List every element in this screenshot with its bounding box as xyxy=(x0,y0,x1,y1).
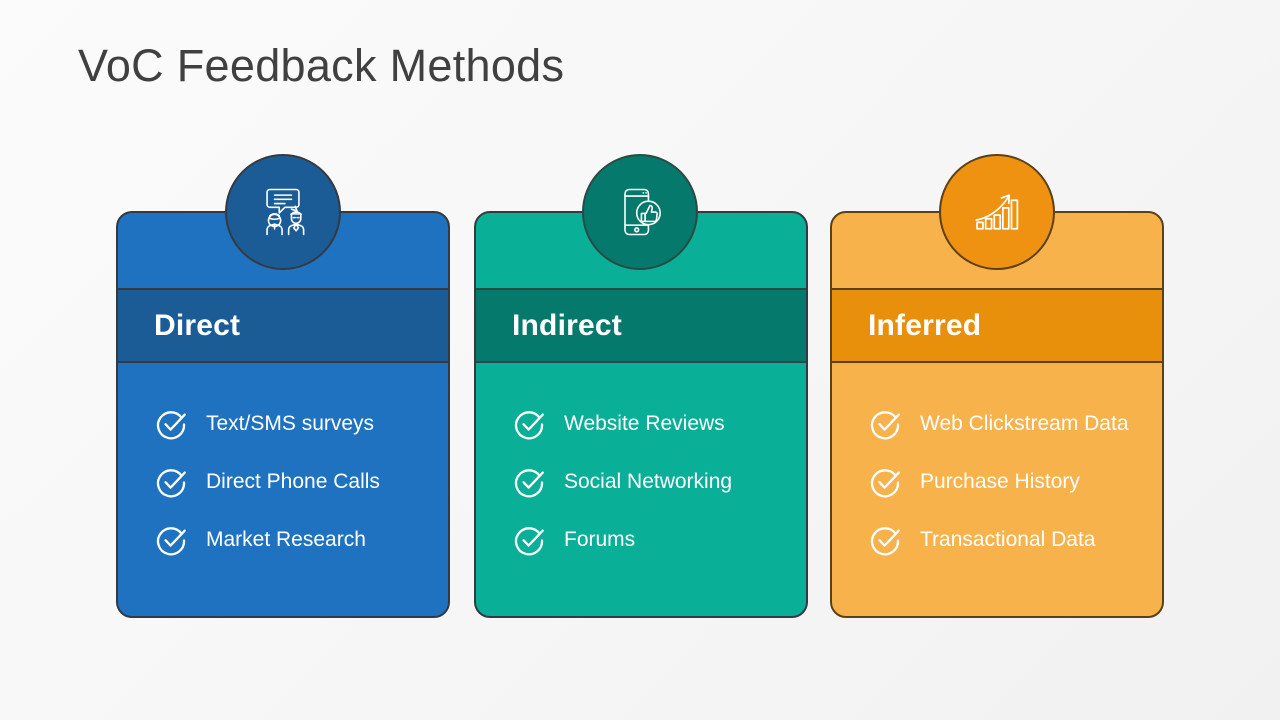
card-body-indirect: Website Reviews Social Networking xyxy=(476,363,806,616)
smartphone-thumbs-up-icon xyxy=(610,182,670,242)
list-item[interactable]: Market Research xyxy=(156,511,448,569)
list-item-label: Direct Phone Calls xyxy=(206,470,380,493)
list-item-label: Social Networking xyxy=(564,470,733,493)
list-item[interactable]: Social Networking xyxy=(514,453,806,511)
card-inferred[interactable]: Inferred Web Clickstream Data xyxy=(830,211,1164,618)
check-circle-icon xyxy=(870,408,902,440)
badge-indirect[interactable] xyxy=(582,154,698,270)
badge-inferred[interactable] xyxy=(939,154,1055,270)
list-item[interactable]: Direct Phone Calls xyxy=(156,453,448,511)
list-item-label: Web Clickstream Data xyxy=(920,412,1129,435)
card-header-inferred: Inferred xyxy=(832,288,1162,363)
card-direct[interactable]: Direct Text/SMS surveys xyxy=(116,211,450,618)
list-item-label: Text/SMS surveys xyxy=(206,412,375,435)
check-circle-icon xyxy=(514,524,546,556)
card-header-direct: Direct xyxy=(118,288,448,363)
card-indirect[interactable]: Indirect Website Reviews xyxy=(474,211,808,618)
card-title: Inferred xyxy=(868,308,982,342)
growth-chart-arrow-icon xyxy=(968,183,1026,241)
check-circle-icon xyxy=(870,524,902,556)
list-item-label: Purchase History xyxy=(920,470,1080,493)
badge-direct[interactable] xyxy=(225,154,341,270)
list-item-label: Website Reviews xyxy=(564,412,725,435)
card-body-inferred: Web Clickstream Data Purchase History xyxy=(832,363,1162,616)
check-circle-icon xyxy=(870,466,902,498)
list-item[interactable]: Purchase History xyxy=(870,453,1162,511)
check-circle-icon xyxy=(156,408,188,440)
list-item-label: Forums xyxy=(564,528,636,551)
list-item[interactable]: Forums xyxy=(514,511,806,569)
card-header-indirect: Indirect xyxy=(476,288,806,363)
card-body-direct: Text/SMS surveys Direct Phone Calls xyxy=(118,363,448,616)
card-title: Direct xyxy=(154,308,241,342)
check-circle-icon xyxy=(156,466,188,498)
check-circle-icon xyxy=(156,524,188,556)
list-item[interactable]: Website Reviews xyxy=(514,395,806,453)
check-circle-icon xyxy=(514,466,546,498)
page-title: VoC Feedback Methods xyxy=(78,40,565,91)
check-circle-icon xyxy=(514,408,546,440)
list-item[interactable]: Web Clickstream Data xyxy=(870,395,1162,453)
people-speech-bubble-icon xyxy=(253,182,313,242)
list-item[interactable]: Transactional Data xyxy=(870,511,1162,569)
card-title: Indirect xyxy=(512,308,622,342)
list-item-label: Transactional Data xyxy=(920,528,1096,551)
list-item-label: Market Research xyxy=(206,528,366,551)
list-item[interactable]: Text/SMS surveys xyxy=(156,395,448,453)
